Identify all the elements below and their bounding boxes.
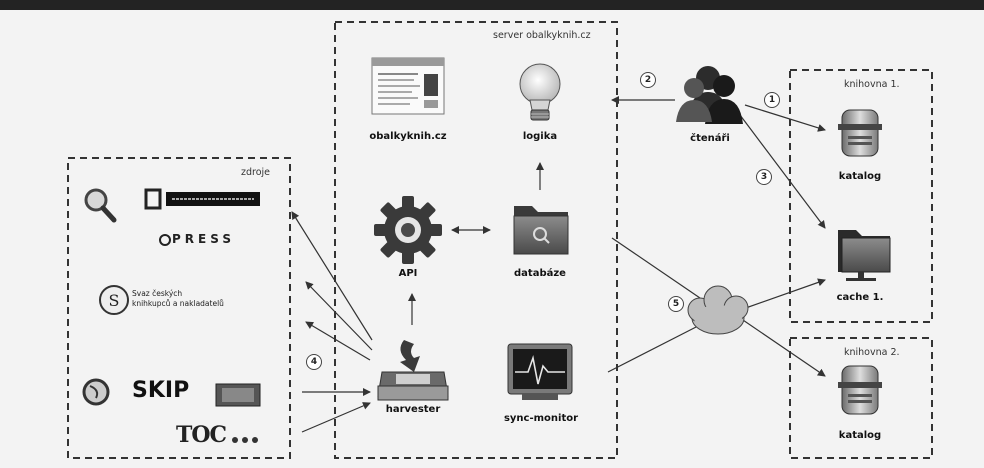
monitor-icon xyxy=(507,343,573,400)
zdroje-box xyxy=(67,157,291,459)
sync-monitor-label: sync-monitor xyxy=(503,413,579,424)
skip-logo: SKIP xyxy=(132,378,190,403)
server-box xyxy=(334,21,618,459)
knihovna1-box xyxy=(789,69,933,323)
svaz-line-1: Svaz českých xyxy=(132,289,183,298)
toc-dots xyxy=(232,437,258,443)
step-2: 2 xyxy=(640,72,656,88)
svg-text:S: S xyxy=(109,291,120,310)
edge-source5-harvester xyxy=(301,402,371,433)
cloud-icon xyxy=(687,285,749,335)
edge-cloud-katalog2 xyxy=(739,317,826,377)
top-bar xyxy=(0,0,984,10)
api-label: API xyxy=(398,268,418,279)
edge-ctenari-cache1 xyxy=(739,114,826,229)
edge-syncmonitor-cloud xyxy=(607,324,701,373)
magnifier-icon xyxy=(84,188,117,223)
ctenari-label: čtenáři xyxy=(690,133,730,144)
press-logo xyxy=(159,234,171,246)
inbox-download-icon xyxy=(377,340,449,401)
edge-harvester-source1 xyxy=(291,211,373,341)
step-3: 3 xyxy=(756,169,772,185)
edge-databaze-cloud xyxy=(611,237,701,299)
diagram-canvas xyxy=(0,10,984,468)
book-cover-logo xyxy=(215,383,261,407)
obalkyknih-label: obalkyknih.cz xyxy=(369,131,447,142)
step-4: 4 xyxy=(306,354,322,370)
katalog1-label: katalog xyxy=(838,171,882,182)
knihovna2-title: knihovna 2. xyxy=(844,347,900,358)
cache1-label: cache 1. xyxy=(836,292,884,303)
server-icon-katalog1 xyxy=(838,109,882,157)
svaz-line-2: knihkupců a nakladatelů xyxy=(132,299,224,308)
server-title: server obalkyknih.cz xyxy=(493,30,591,41)
harvester-label: harvester xyxy=(385,404,441,415)
gear-icon xyxy=(374,196,442,264)
folder-icon-cache xyxy=(838,230,891,281)
kramerius-logo xyxy=(144,188,260,210)
edge-harvester-source3 xyxy=(305,321,371,361)
website-thumbnail-icon xyxy=(371,57,445,115)
edge-cloud-cache1 xyxy=(739,278,826,311)
toc-logo: TOC xyxy=(176,422,227,448)
edge-ctenari-katalog1 xyxy=(744,104,826,132)
server-icon-katalog2 xyxy=(838,365,882,415)
clock-logo xyxy=(82,378,110,406)
svaz-logo: S xyxy=(99,285,129,315)
edge-harvester-source2 xyxy=(305,281,373,351)
zdroje-title: zdroje xyxy=(241,167,271,178)
press-logo-text: PRESS xyxy=(172,232,235,246)
step-5: 5 xyxy=(668,296,684,312)
databaze-label: databáze xyxy=(514,268,566,279)
logika-label: logika xyxy=(522,131,558,142)
step-1: 1 xyxy=(764,92,780,108)
users-icon xyxy=(676,66,743,124)
lightbulb-icon xyxy=(519,63,561,121)
folder-icon xyxy=(513,206,569,255)
knihovna1-title: knihovna 1. xyxy=(844,79,900,90)
katalog2-label: katalog xyxy=(838,430,882,441)
